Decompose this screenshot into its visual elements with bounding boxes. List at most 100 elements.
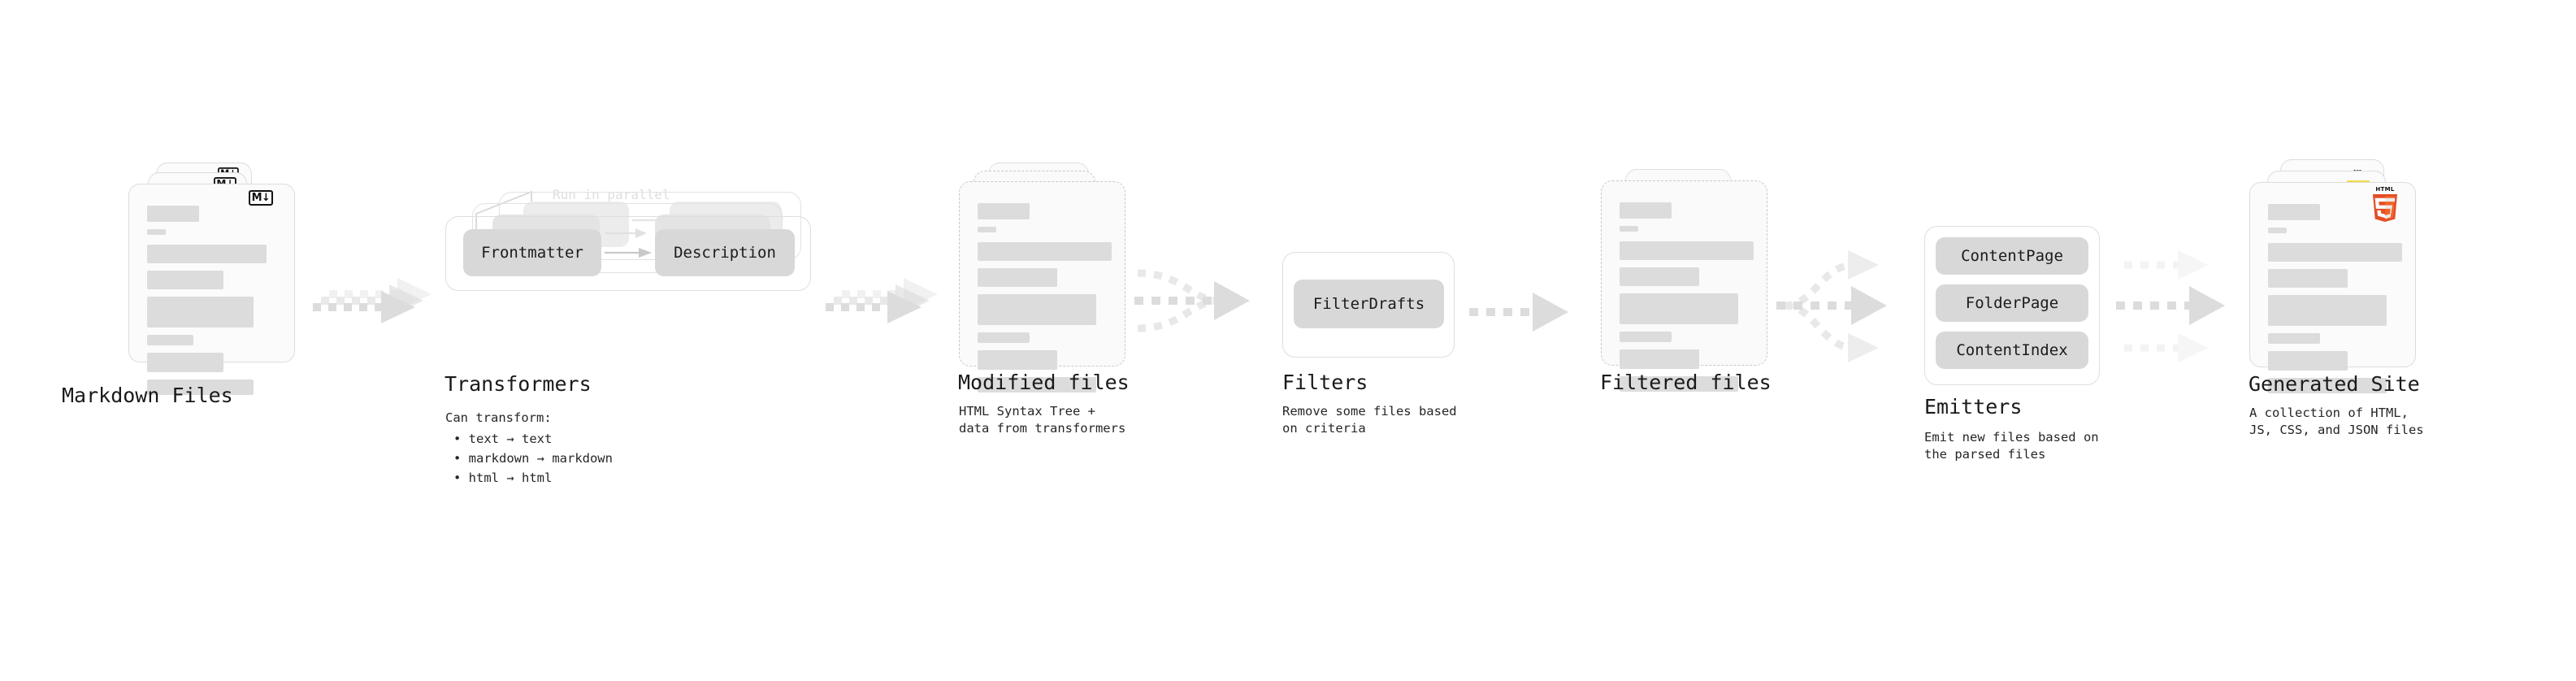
run-in-parallel-label: Run in parallel xyxy=(553,187,670,202)
content-line xyxy=(1620,202,1672,219)
emitter-pill-folderpage-label: FolderPage xyxy=(1965,294,2059,312)
html5-shield-icon xyxy=(2373,194,2397,222)
connector-filtered-to-emitters xyxy=(1776,241,1923,371)
emitter-shell xyxy=(1924,226,2100,385)
transformer-pill-frontmatter-label: Frontmatter xyxy=(481,244,583,262)
emitter-pill-contentpage[interactable]: ContentPage xyxy=(1936,237,2088,275)
markdown-file-stack: M↓ M↓ M↓ xyxy=(128,163,307,395)
modified-file-content xyxy=(978,203,1112,400)
arrow-group-merge-3to1 xyxy=(1134,269,1250,332)
filter-stack: FilterDrafts xyxy=(1282,252,1461,362)
emitter-pill-contentindex[interactable]: ContentIndex xyxy=(1936,332,2088,369)
stage-subtitle-modified-files: HTML Syntax Tree + data from transformer… xyxy=(959,404,1126,436)
filtered-file-stack xyxy=(1601,169,1776,392)
content-line xyxy=(1620,376,1738,392)
content-line xyxy=(1620,267,1699,286)
markdown-file-content xyxy=(147,206,280,402)
arrow-group-parallel-3 xyxy=(2116,250,2225,362)
emitter-pill-contentpage-label: ContentPage xyxy=(1961,247,2063,265)
arrow-group-parallel-3 xyxy=(826,278,938,323)
content-line xyxy=(2268,228,2287,233)
content-line xyxy=(978,203,1030,219)
arrow-group-split-1to3 xyxy=(1776,250,1887,362)
content-line xyxy=(147,297,254,327)
transformer-pill-description[interactable]: Description xyxy=(655,229,795,276)
stage-markdown-files: M↓ M↓ M↓ Markdown Files xyxy=(62,163,307,407)
content-line xyxy=(2268,333,2320,344)
content-line xyxy=(2268,204,2320,220)
content-line xyxy=(147,271,223,289)
markdown-file-front xyxy=(128,184,295,395)
list-item: • markdown → markdown xyxy=(453,451,613,466)
transformer-stack: Frontmatter Description xyxy=(445,192,819,291)
content-line xyxy=(2268,243,2402,262)
stage-title-generated-site: Generated Site xyxy=(2249,372,2420,396)
transformer-inner-arrow-back-1 xyxy=(605,228,647,238)
stage-subtitle-transformers: Can transform: xyxy=(445,410,552,425)
stage-title-markdown-files: Markdown Files xyxy=(62,384,233,407)
content-line xyxy=(978,350,1057,370)
stage-subtitle-filters: Remove some files based on criteria xyxy=(1282,404,1457,436)
content-line xyxy=(978,268,1057,287)
transformer-pill-description-label: Description xyxy=(674,244,776,262)
content-line xyxy=(147,380,254,395)
content-line xyxy=(2268,269,2348,288)
content-line xyxy=(147,229,166,235)
content-line xyxy=(978,227,996,232)
content-line xyxy=(2268,351,2348,371)
html5-badge-wordmark: HTML xyxy=(2375,186,2395,193)
content-line xyxy=(978,294,1096,325)
content-line xyxy=(1620,241,1754,260)
content-line xyxy=(1620,332,1672,342)
content-line xyxy=(147,245,267,263)
transformer-bullet-list: • text → text • markdown → markdown • ht… xyxy=(453,429,613,488)
arrow-group-parallel-3 xyxy=(313,278,432,323)
content-line xyxy=(147,353,223,372)
connector-filters-to-filtered xyxy=(1469,280,1591,345)
stage-title-modified-files: Modified files xyxy=(958,371,1130,394)
emitter-stack: ContentPage FolderPage ContentIndex xyxy=(1924,226,2111,388)
connector-transformers-to-modified xyxy=(826,257,956,346)
filtered-file-content xyxy=(1620,202,1754,399)
content-line xyxy=(978,242,1112,261)
stage-subtitle-generated-site: A collection of HTML, JS, CSS, and JSON … xyxy=(2249,406,2424,437)
connector-emitters-to-site xyxy=(2116,241,2254,371)
stage-modified-files: Modified files HTML Syntax Tree + data f… xyxy=(958,163,1134,436)
content-line xyxy=(2268,378,2387,393)
content-line xyxy=(147,206,199,222)
stage-generated-site: CSS HTML xyxy=(2249,159,2436,437)
stage-emitters: ContentPage FolderPage ContentIndex Emit… xyxy=(1924,226,2111,462)
markdown-badge-front: M↓ xyxy=(249,190,273,206)
modified-file-stack xyxy=(959,163,1134,393)
transformer-inner-arrow-front xyxy=(605,248,652,258)
list-item: • html → html xyxy=(453,471,553,486)
content-line xyxy=(1620,293,1738,324)
content-line xyxy=(147,335,193,345)
stage-filters: FilterDrafts Filters Remove some files b… xyxy=(1282,252,1461,436)
content-line xyxy=(978,332,1030,343)
emitter-pill-contentindex-label: ContentIndex xyxy=(1956,341,2068,359)
transformer-shell-front xyxy=(445,216,811,291)
filter-shell xyxy=(1282,252,1455,358)
stage-title-emitters: Emitters xyxy=(1924,395,2023,419)
stage-title-filtered-files: Filtered files xyxy=(1600,371,1772,394)
site-file-content xyxy=(2268,204,2402,401)
stage-filtered-files: Filtered files xyxy=(1600,169,1776,394)
stage-title-filters: Filters xyxy=(1282,371,1368,394)
generated-site-stack: CSS HTML xyxy=(2249,159,2436,393)
connector-modified-to-filters xyxy=(1131,250,1277,356)
content-line xyxy=(2268,295,2387,326)
content-line xyxy=(1620,226,1638,232)
stage-title-transformers: Transformers xyxy=(445,372,592,396)
modified-file-front xyxy=(959,181,1125,393)
content-line xyxy=(978,377,1096,393)
filter-pill-filterdrafts-label: FilterDrafts xyxy=(1312,295,1425,313)
html5-badge: HTML xyxy=(2371,186,2399,222)
transformer-pill-frontmatter[interactable]: Frontmatter xyxy=(463,229,601,276)
emitter-pill-folderpage[interactable]: FolderPage xyxy=(1936,284,2088,322)
stage-transformers: Run in parallel Frontmatter Description xyxy=(445,187,819,485)
content-line xyxy=(1620,349,1699,369)
stage-subtitle-emitters: Emit new files based on the parsed files xyxy=(1924,430,2099,462)
list-item: • text → text xyxy=(453,432,553,446)
filter-pill-filterdrafts[interactable]: FilterDrafts xyxy=(1294,280,1444,328)
